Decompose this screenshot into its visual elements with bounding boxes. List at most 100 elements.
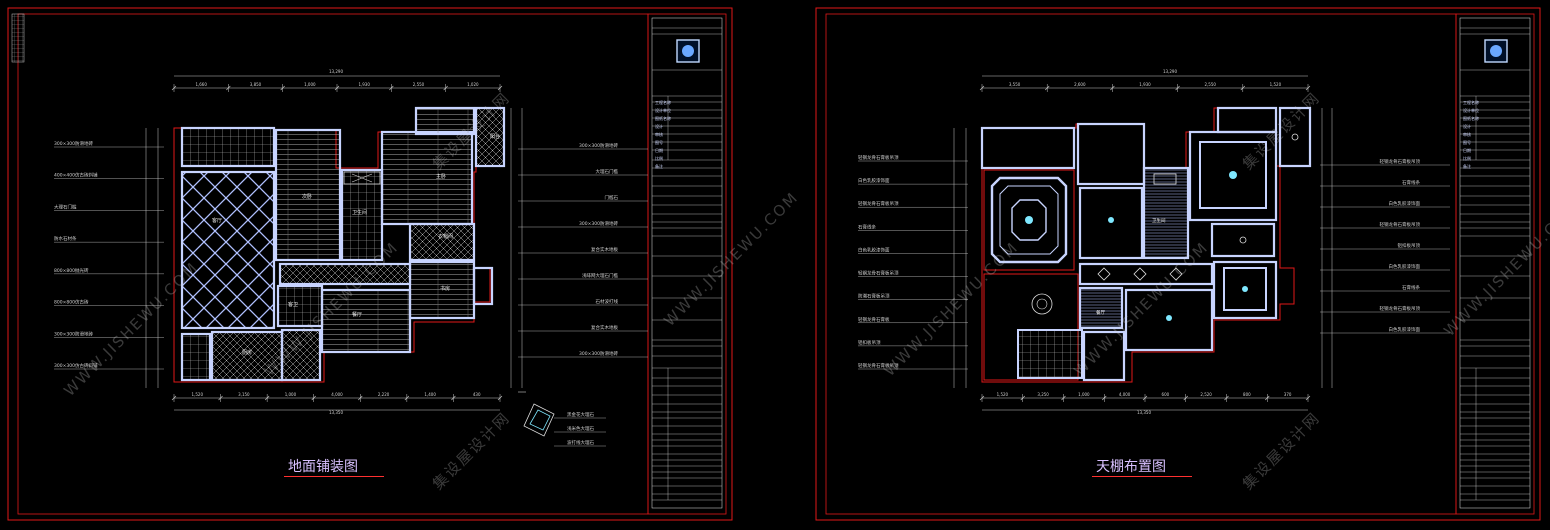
room-name: 厨房	[242, 349, 252, 356]
legend-swatch	[523, 403, 555, 437]
material-label: 石膏线条	[1402, 284, 1420, 291]
dimension-tick	[1020, 395, 1025, 401]
room-balcony	[474, 106, 506, 168]
ceiling-cloak	[1210, 222, 1276, 258]
ceiling-room-living	[983, 169, 1075, 271]
dimension-label: 2,550	[1204, 82, 1216, 87]
floor-plan-title-underline	[284, 476, 384, 477]
dimension-label: 13,350	[1137, 410, 1151, 415]
downlight-icon	[1133, 267, 1147, 281]
material-label: 轻钢龙骨石膏板吊顶	[858, 270, 899, 277]
dimension-label: 1,020	[467, 82, 479, 87]
layer-toolbar-icon	[11, 13, 25, 63]
material-label: 门槛石	[605, 194, 619, 201]
room-name: 次卧	[302, 193, 312, 200]
dimension-tick	[311, 395, 316, 401]
ceiling-room-a	[980, 126, 1076, 170]
dimension-tick	[1183, 395, 1188, 401]
room-service	[180, 332, 212, 382]
dimension-label: 1,000	[1078, 392, 1090, 397]
material-label: 白色乳胶漆饰面	[1389, 326, 1421, 333]
dimension-tick	[451, 395, 456, 401]
material-label: 300×300防滑地砖	[54, 140, 93, 147]
room-kitchen	[210, 330, 284, 382]
material-label: 防潮石膏板吊顶	[858, 293, 890, 300]
dimension-tick	[1175, 85, 1180, 91]
dimension-tick	[1240, 85, 1246, 91]
dimension-label: 1,520	[997, 392, 1009, 397]
ceiling-room-b	[1076, 122, 1146, 186]
dimension-label: 430	[473, 392, 481, 397]
title-block-label: 图纸名称	[1463, 115, 1479, 121]
ceiling-wc	[1078, 286, 1124, 330]
material-label: 白色乳胶漆饰面	[858, 177, 890, 184]
ceiling-room-kitchen	[983, 273, 1079, 381]
ceiling-light-icon	[1031, 293, 1053, 315]
title-block-label: 备注	[655, 163, 663, 169]
sheet-border	[815, 7, 1541, 521]
ceiling-balcony	[1278, 106, 1312, 168]
dimension-label: 1,400	[424, 392, 436, 397]
material-label: 轻钢龙骨石膏板吊顶	[1380, 305, 1421, 312]
material-label: 复合实木地板	[591, 246, 618, 253]
dimension-tick	[497, 85, 503, 91]
dimension-tick	[1265, 395, 1270, 401]
title-block-inner	[651, 17, 723, 509]
dimension-label: 1,660	[195, 82, 207, 87]
ceiling-plan-title-underline	[1092, 476, 1192, 477]
dimension-label: 600	[1162, 392, 1170, 397]
material-label: 400×400仿古砖斜铺	[54, 172, 98, 179]
title-block-label: 比例	[1463, 155, 1471, 161]
downlight-icon	[1097, 267, 1111, 281]
dimension-tick	[1142, 395, 1148, 401]
door-symbol	[343, 171, 381, 185]
title-block-label: 日期	[1463, 147, 1471, 153]
dimension-tick	[389, 85, 394, 91]
material-label: 白色乳胶漆饰面	[1389, 200, 1421, 207]
dimension-label: 4,000	[1119, 392, 1131, 397]
material-label: 轻钢龙骨石膏板吊顶	[1380, 221, 1421, 228]
light-icon	[1108, 217, 1114, 223]
title-block-inner	[1459, 17, 1531, 509]
dimension-tick	[1305, 395, 1311, 401]
company-logo-mark	[1490, 45, 1502, 57]
dimension-label: 13,290	[1163, 69, 1177, 74]
dimension-tick	[497, 395, 503, 401]
dimension-label: 1,930	[358, 82, 370, 87]
dimension-tick	[1224, 395, 1229, 401]
material-label: 300×300防滑地砖	[579, 142, 618, 149]
ceiling-dining	[1124, 288, 1214, 352]
material-label: 300×300防滑地砖	[579, 350, 618, 357]
ceiling-bathroom	[1142, 166, 1190, 260]
ceiling-panel	[1011, 199, 1047, 241]
dimension-label: 3,250	[1037, 392, 1049, 397]
title-block-label: 工程名称	[1463, 99, 1479, 105]
room-bedroom	[274, 128, 342, 262]
title-block-label: 设计	[655, 123, 663, 129]
corridor	[278, 262, 412, 286]
room-name: 餐厅	[1096, 309, 1105, 316]
title-block-label: 图纸名称	[655, 115, 671, 121]
ceiling-coffer	[990, 176, 1068, 264]
ceiling-service	[1082, 330, 1126, 382]
dimension-tick	[1110, 85, 1115, 91]
material-label: 白色乳胶漆饰面	[1389, 263, 1421, 270]
title-block-label: 图号	[1463, 139, 1471, 145]
dimension-tick	[979, 395, 985, 401]
title-block-label: 审核	[1463, 131, 1471, 137]
dimension-label: 13,290	[329, 69, 343, 74]
room-name: 客厅	[212, 217, 222, 224]
title-block-label: 设计单位	[655, 107, 671, 113]
dimension-label: 1,000	[285, 392, 297, 397]
material-label: 800×800仿古砖	[54, 299, 89, 306]
ceiling-plan-title: 天棚布置图	[1096, 459, 1166, 475]
room-closet	[414, 106, 476, 136]
room-wc	[276, 284, 324, 328]
dimension-tick	[404, 395, 410, 401]
dimension-tick	[226, 85, 231, 91]
room-name: 衣帽间	[438, 233, 453, 240]
dimension-tick	[280, 85, 285, 91]
dimension-label: 2,550	[413, 82, 425, 87]
